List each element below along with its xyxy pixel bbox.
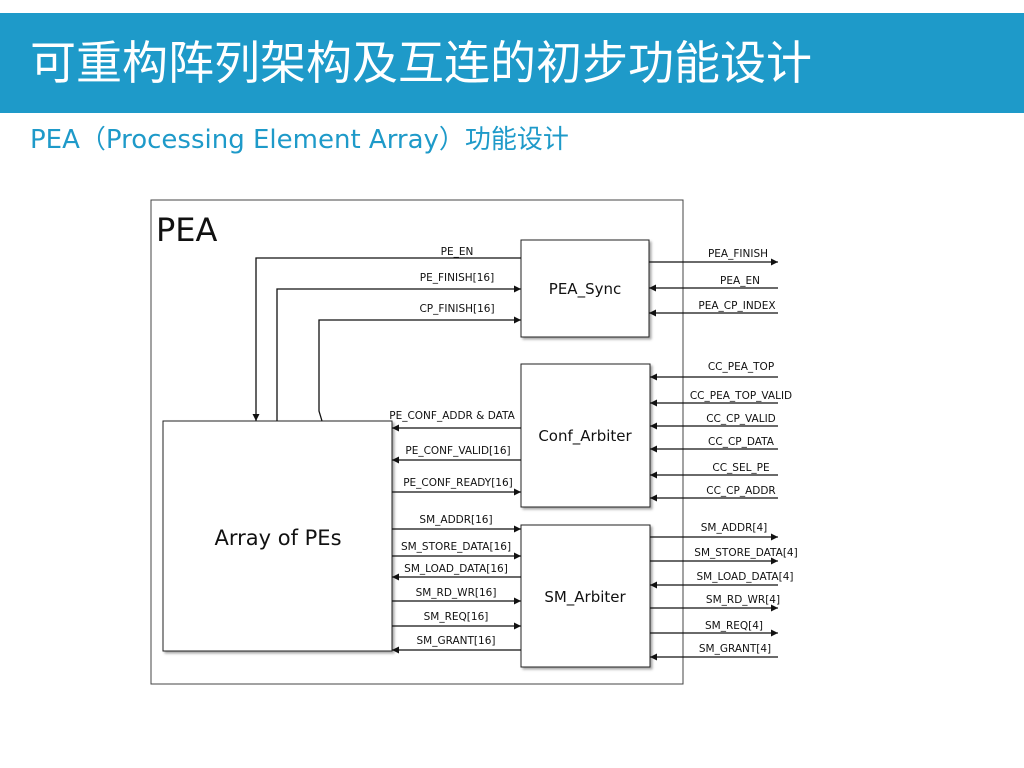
- signal-label-cc-cp-valid: CC_CP_VALID: [706, 413, 776, 425]
- signal-label-sm-load-data: SM_LOAD_DATA[16]: [404, 563, 508, 575]
- signal-label-cc-sel-pe: CC_SEL_PE: [712, 462, 769, 474]
- array-of-pes-block: [162, 420, 393, 652]
- signal-label-cc-cp-data: CC_CP_DATA: [708, 436, 775, 448]
- sm-arbiter-block: [520, 524, 651, 668]
- signal-label-cc-pea-top: CC_PEA_TOP: [708, 361, 774, 373]
- title-bar: 可重构阵列架构及互连的初步功能设计: [0, 13, 1024, 113]
- signal-label-pe-finish: PE_FINISH[16]: [420, 272, 494, 284]
- signal-label-sm-store-data-out: SM_STORE_DATA[4]: [694, 547, 797, 559]
- signal-label-pe-conf-addr-data: PE_CONF_ADDR & DATA: [389, 410, 515, 422]
- signal-label-pea-cp-index: PEA_CP_INDEX: [698, 300, 775, 312]
- signal-label-sm-grant: SM_GRANT[16]: [417, 635, 496, 647]
- signal-label-sm-req-out: SM_REQ[4]: [705, 620, 763, 632]
- signal-label-pe-conf-valid: PE_CONF_VALID[16]: [405, 445, 510, 457]
- slide-title: 可重构阵列架构及互连的初步功能设计: [30, 36, 812, 90]
- conf-arbiter-block: [520, 363, 651, 508]
- signal-label-sm-rd-wr: SM_RD_WR[16]: [416, 587, 497, 599]
- pea-sync-block: [520, 239, 650, 338]
- signal-label-pea-en: PEA_EN: [720, 275, 760, 287]
- signal-label-sm-load-data-out: SM_LOAD_DATA[4]: [697, 571, 794, 583]
- signal-label-sm-grant-out: SM_GRANT[4]: [699, 643, 771, 655]
- pea-sync-label: PEA_Sync: [549, 280, 621, 299]
- pe-finish-wire: [276, 285, 521, 421]
- slide-subtitle: PEA（Processing Element Array）功能设计: [30, 125, 569, 155]
- pea-container-label: PEA: [156, 211, 218, 249]
- conf-arbiter-label: Conf_Arbiter: [538, 427, 632, 446]
- array-of-pes-label: Array of PEs: [214, 526, 341, 550]
- signal-label-sm-req: SM_REQ[16]: [424, 611, 489, 623]
- signal-label-cc-pea-top-valid: CC_PEA_TOP_VALID: [690, 390, 792, 402]
- sm-arbiter-label: SM_Arbiter: [544, 588, 626, 607]
- signal-label-sm-addr: SM_ADDR[16]: [419, 514, 492, 526]
- signal-label-sm-rd-wr-out: SM_RD_WR[4]: [706, 594, 780, 606]
- signal-label-sm-store-data: SM_STORE_DATA[16]: [401, 541, 511, 553]
- pe-en-wire: [252, 257, 521, 421]
- signal-label-pea-finish: PEA_FINISH: [708, 248, 768, 260]
- signal-label-pe-conf-ready: PE_CONF_READY[16]: [403, 477, 513, 489]
- signal-label-cp-finish: CP_FINISH[16]: [419, 303, 494, 315]
- signal-label-pe-en: PE_EN: [441, 246, 474, 258]
- cp-finish-wire: [318, 316, 521, 422]
- signal-label-cc-cp-addr: CC_CP_ADDR: [706, 485, 775, 497]
- signal-label-sm-addr-out: SM_ADDR[4]: [701, 522, 768, 534]
